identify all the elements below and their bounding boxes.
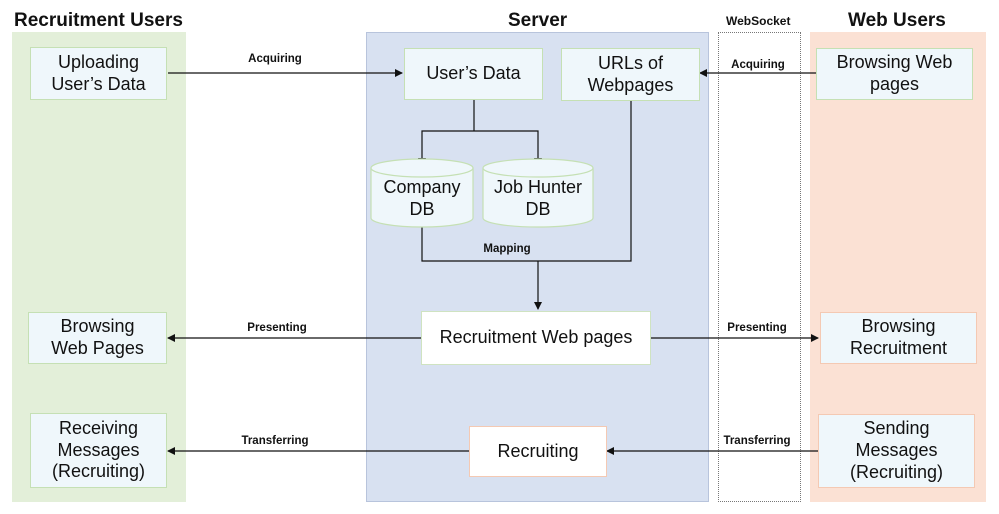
browsing-recruitment-box: Browsing Recruitment	[820, 312, 977, 364]
mapping-label: Mapping	[483, 243, 531, 255]
urls-of-webpages-box: URLs of Webpages	[561, 48, 700, 101]
recruitment-users-title: Recruitment Users	[14, 10, 183, 31]
job-hunter-db-cylinder	[482, 158, 594, 228]
transferring-left-label: Transferring	[241, 435, 309, 447]
web-users-title: Web Users	[848, 10, 946, 31]
acquiring-left-label: Acquiring	[248, 53, 302, 65]
websocket-title: WebSocket	[726, 14, 791, 28]
transferring-right-label: Transferring	[723, 435, 791, 447]
to-company-db-arrow	[418, 130, 474, 166]
recruiting-box: Recruiting	[469, 426, 607, 477]
users-data-box: User’s Data	[404, 48, 543, 100]
server-title: Server	[508, 10, 568, 31]
to-job-hunter-db-arrow	[474, 130, 542, 166]
company-db-mapping-line	[421, 101, 632, 262]
company-db-label: Company DB	[383, 177, 461, 219]
browsing-web-pages-left-box: Browsing Web Pages	[28, 312, 167, 364]
uploading-users-data-box: Uploading User’s Data	[30, 47, 167, 100]
websocket-lane	[718, 32, 801, 502]
browsing-web-pages-right-box: Browsing Web pages	[816, 48, 973, 100]
presenting-left-label: Presenting	[247, 322, 307, 334]
receiving-messages-box: Receiving Messages (Recruiting)	[30, 413, 167, 488]
acquiring-right-label: Acquiring	[731, 59, 785, 71]
recruitment-web-pages-box: Recruitment Web pages	[421, 311, 651, 365]
sending-messages-box: Sending Messages (Recruiting)	[818, 414, 975, 488]
job-hunter-db-label: Job Hunter DB	[493, 177, 583, 219]
company-db-cylinder	[370, 158, 474, 228]
presenting-right-label: Presenting	[727, 322, 787, 334]
